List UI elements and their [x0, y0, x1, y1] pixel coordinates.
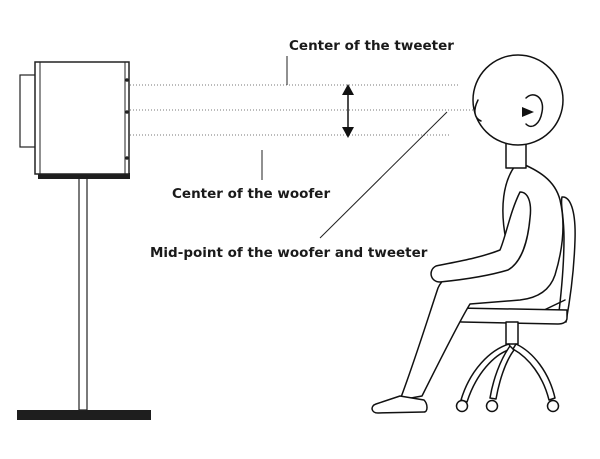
speaker-cabinet: [34, 61, 130, 175]
chair-leg-right: [512, 343, 556, 401]
listener-foot: [371, 395, 428, 414]
ear-pointer-arrowhead: [522, 107, 534, 117]
tweeter-center-label: Center of the tweeter: [289, 38, 454, 54]
stand-base: [17, 410, 151, 420]
chair-leg-left: [460, 343, 512, 403]
midpoint-leader-line: [319, 111, 448, 239]
chair-caster: [455, 399, 469, 413]
office-chair: [454, 196, 576, 413]
speaker-top-plate: [38, 173, 130, 179]
arrow-head-down: [342, 127, 354, 138]
listener-arm: [430, 191, 532, 283]
woofer-center-label: Center of the woofer: [172, 186, 330, 202]
chair-post: [505, 321, 519, 345]
listener-neck: [505, 141, 527, 169]
speaker-screw: [125, 156, 129, 160]
seated-listener: [371, 54, 564, 414]
listener-head: [472, 54, 564, 146]
alignment-guides: [130, 84, 480, 136]
height-range-arrow: [342, 84, 354, 138]
listener-nose: [474, 99, 482, 122]
arrow-head-up: [342, 84, 354, 95]
stand-pole: [78, 177, 88, 411]
chair-caster: [485, 399, 499, 413]
speaker-screw: [125, 78, 129, 82]
chair-caster: [546, 399, 560, 413]
speaker-on-stand: [17, 61, 151, 420]
midpoint-label: Mid-point of the woofer and tweeter: [150, 245, 428, 261]
chair-leg-center: [489, 345, 515, 400]
listener-ear: [525, 94, 544, 128]
speaker-screw: [125, 110, 129, 114]
